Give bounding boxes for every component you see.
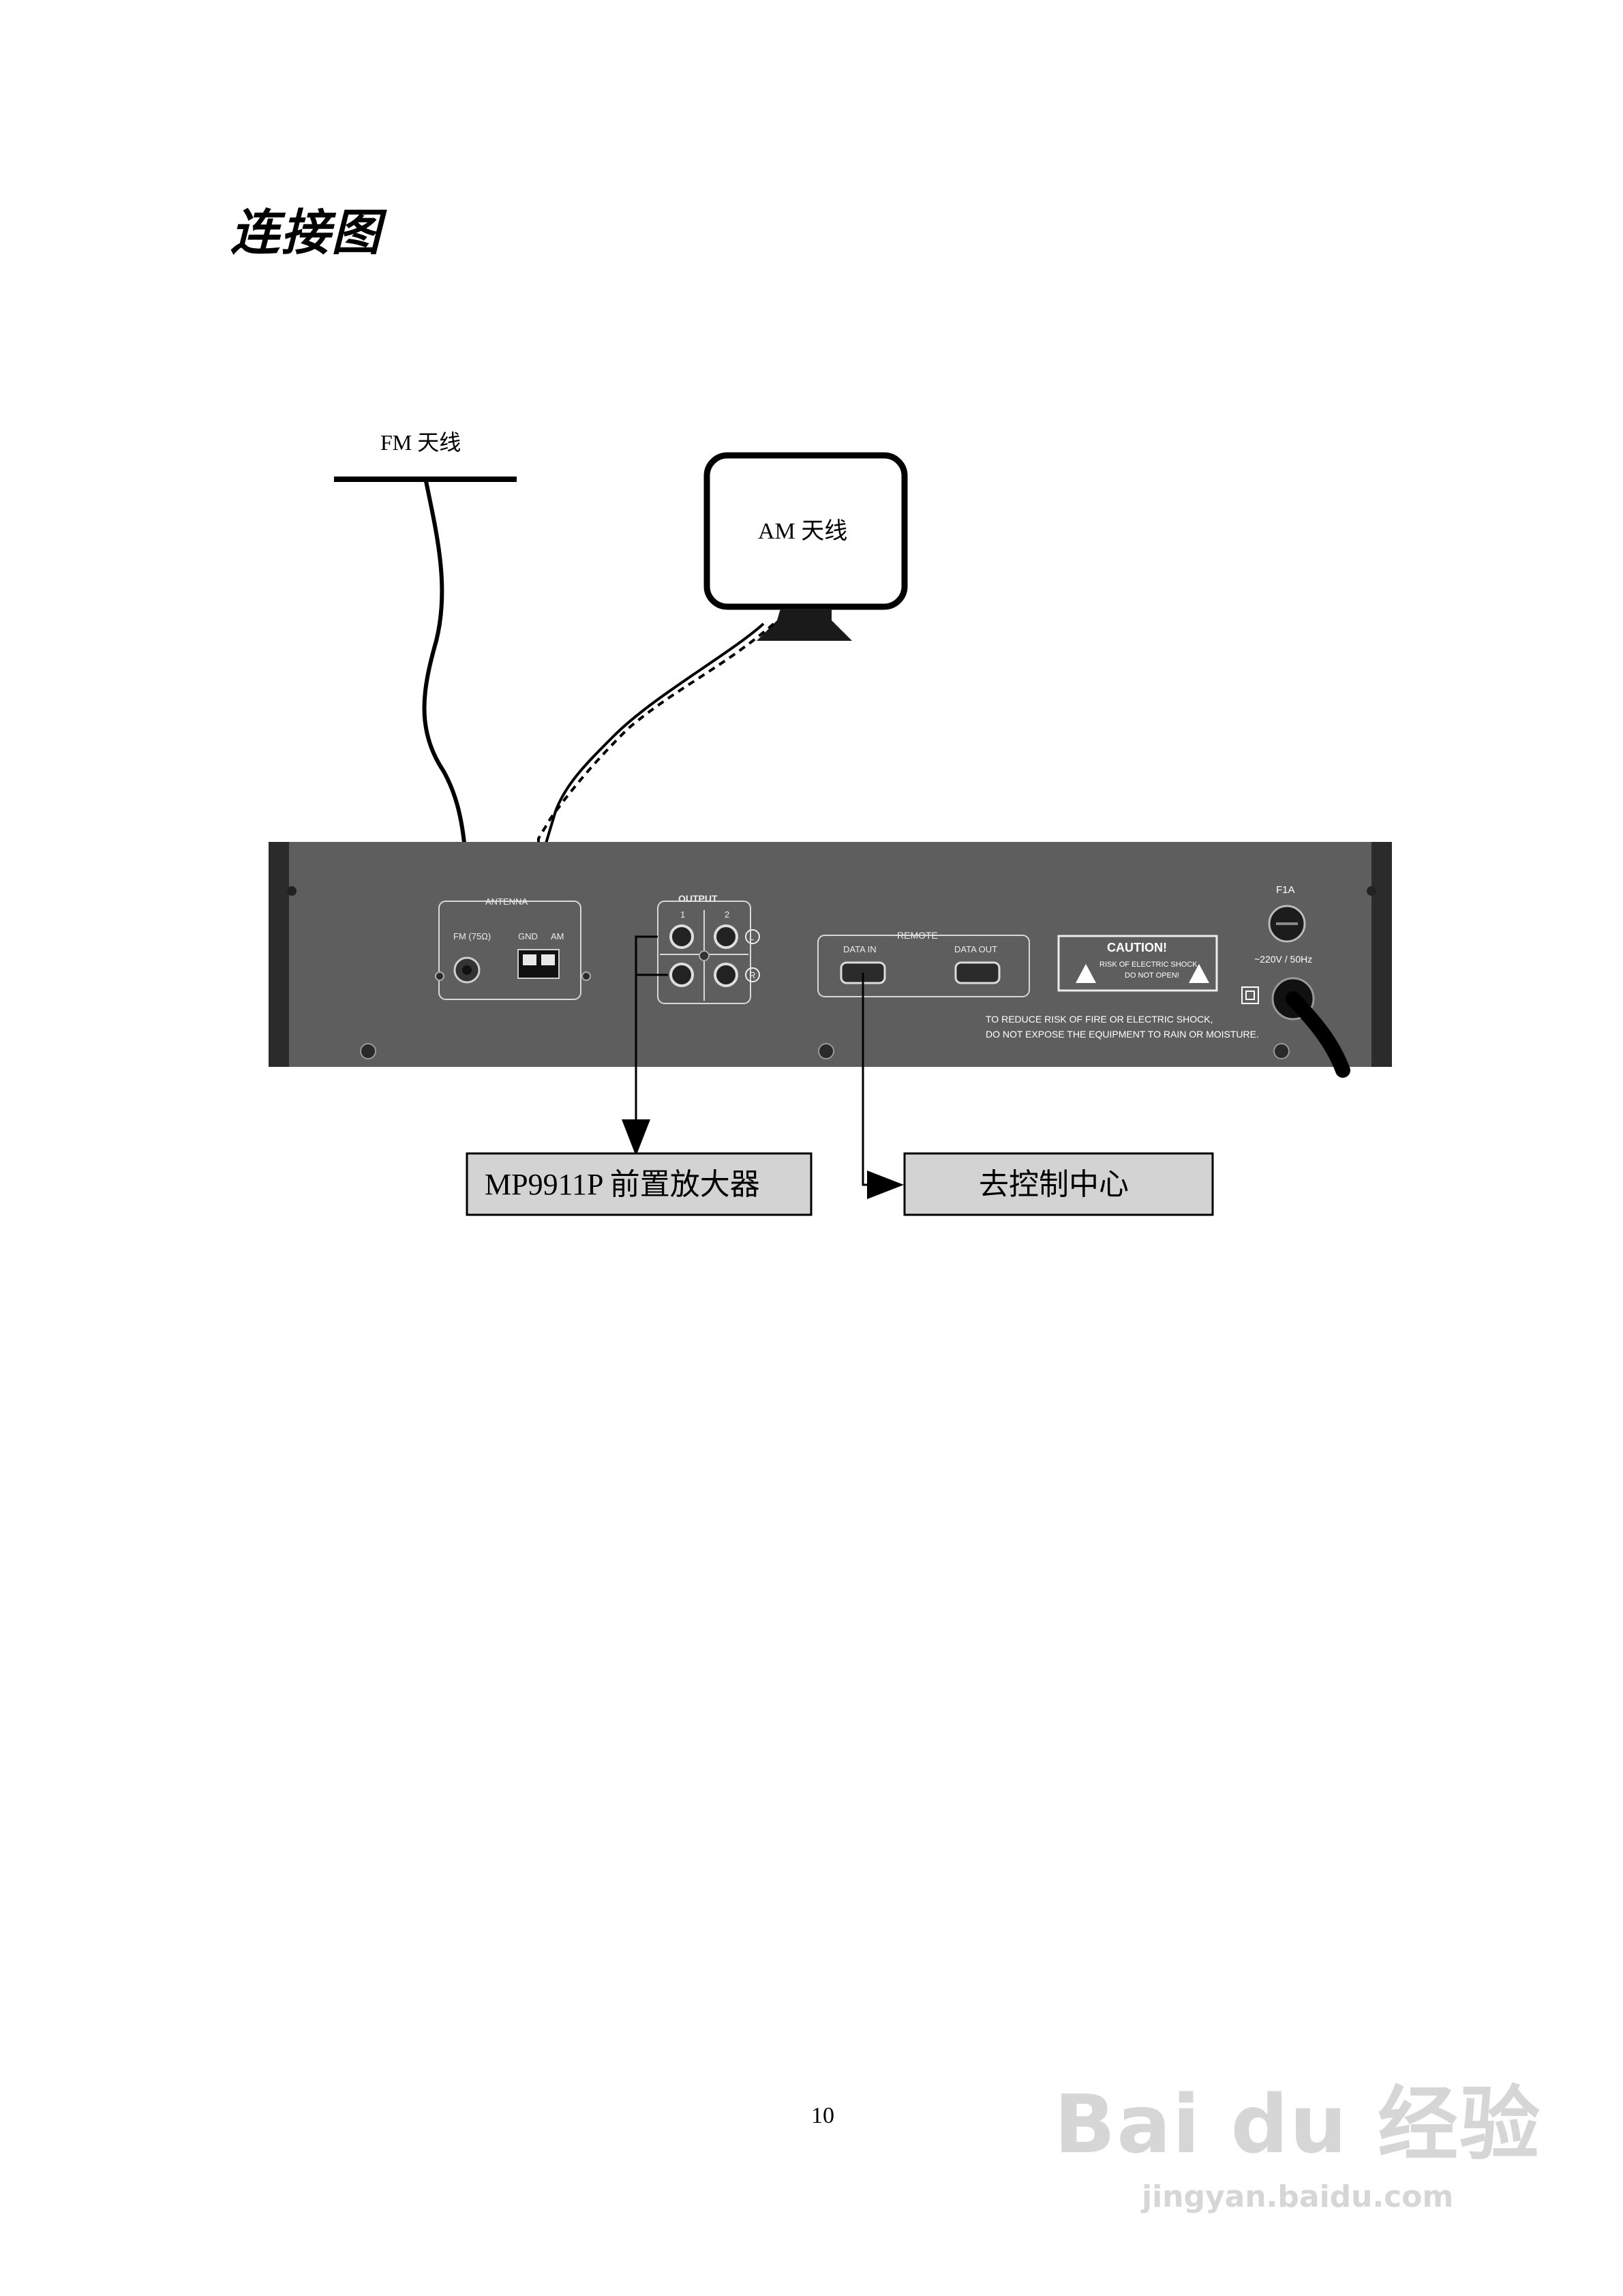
antenna-section-label: ANTENNA: [485, 896, 528, 907]
watermark-main: Bai du 经验: [1054, 2059, 1541, 2175]
output-2-left-jack: [715, 926, 737, 948]
output-1-label: 1: [680, 909, 685, 920]
rear-panel: ANTENNA FM (75Ω) GND AM OUTPUT 1 2 L R R…: [269, 842, 1392, 1070]
data-out-port: [956, 963, 999, 983]
warning-line-1: TO REDUCE RISK OF FIRE OR ELECTRIC SHOCK…: [986, 1014, 1213, 1025]
caution-title: CAUTION!: [1107, 941, 1167, 954]
channel-right-label: R: [749, 970, 755, 980]
output-2-right-jack: [715, 964, 737, 986]
power-label: ~220V / 50Hz: [1254, 954, 1312, 965]
am-antenna-label: AM 天线: [758, 518, 847, 544]
output-1-left-jack: [671, 926, 693, 948]
caution-line-1: RISK OF ELECTRIC SHOCK: [1099, 961, 1198, 969]
fm-jack-label: FM (75Ω): [453, 931, 491, 941]
channel-left-label: L: [749, 932, 754, 942]
data-out-label: DATA OUT: [954, 944, 997, 954]
control-center-label: 去控制中心: [979, 1168, 1129, 1201]
output-2-label: 2: [725, 909, 729, 920]
fuse-label: F1A: [1276, 884, 1295, 896]
remote-section-label: REMOTE: [897, 930, 938, 941]
warning-line-2: DO NOT EXPOSE THE EQUIPMENT TO RAIN OR M…: [986, 1029, 1259, 1040]
fm-antenna-label: FM 天线: [380, 430, 461, 455]
baidu-watermark: Bai du 经验 jingyan.baidu.com: [1054, 2059, 1541, 2214]
preamp-box-label: MP9911P 前置放大器: [485, 1168, 760, 1201]
gnd-label: GND: [518, 931, 538, 941]
data-in-label: DATA IN: [843, 944, 877, 954]
caution-line-2: DO NOT OPEN!: [1125, 971, 1179, 980]
watermark-url: jingyan.baidu.com: [1054, 2179, 1541, 2214]
am-terminal-label: AM: [551, 931, 564, 941]
page-number: 10: [811, 2103, 834, 2129]
output-section-label: OUTPUT: [678, 893, 718, 904]
output-1-right-jack: [671, 964, 693, 986]
